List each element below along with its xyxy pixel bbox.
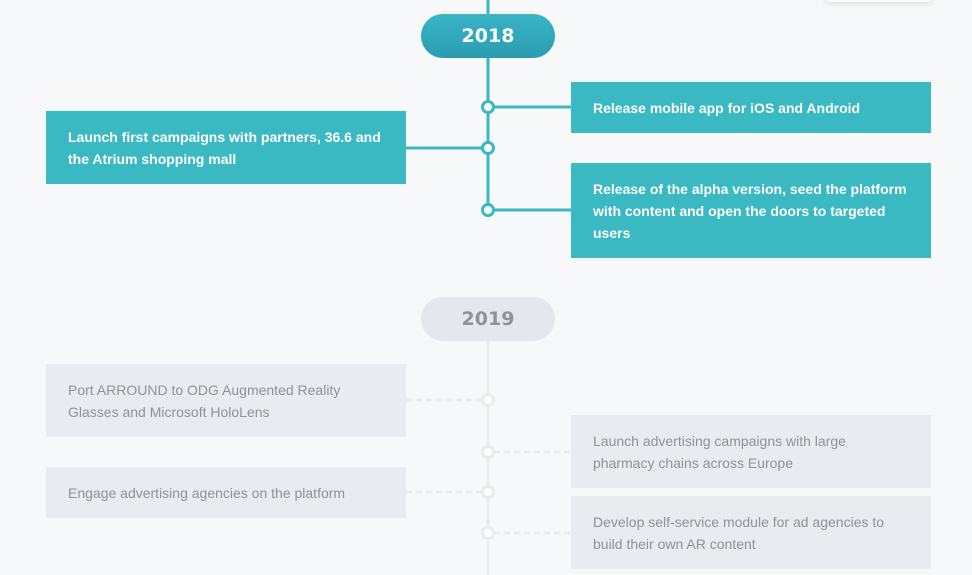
milestone-text: Release mobile app for iOS and Android bbox=[593, 99, 861, 116]
node-2018-2 bbox=[481, 141, 495, 155]
node-2019-2 bbox=[481, 445, 495, 459]
milestone-text: Launch advertising campaigns with large … bbox=[593, 432, 846, 471]
node-2018-1 bbox=[481, 100, 495, 114]
node-2019-1 bbox=[481, 393, 495, 407]
milestone-card-2019-4: Develop self-service module for ad agenc… bbox=[571, 496, 931, 569]
milestone-card-2018-3: Release of the alpha version, seed the p… bbox=[571, 163, 931, 258]
top-right-card-edge bbox=[824, 0, 934, 2]
year-badge-2019: 2019 bbox=[421, 297, 555, 341]
milestone-card-2018-2: Launch first campaigns with partners, 36… bbox=[46, 111, 406, 184]
milestone-text: Release of the alpha version, seed the p… bbox=[593, 180, 907, 241]
year-badge-2018: 2018 bbox=[421, 14, 555, 58]
milestone-card-2019-3: Engage advertising agencies on the platf… bbox=[46, 467, 406, 518]
milestone-text: Port ARROUND to ODG Augmented Reality Gl… bbox=[68, 381, 341, 420]
milestone-card-2019-1: Port ARROUND to ODG Augmented Reality Gl… bbox=[46, 364, 406, 437]
node-2019-3 bbox=[481, 485, 495, 499]
milestone-text: Develop self-service module for ad agenc… bbox=[593, 513, 885, 552]
milestone-text: Launch first campaigns with partners, 36… bbox=[68, 128, 381, 167]
node-2018-3 bbox=[481, 203, 495, 217]
node-2019-4 bbox=[481, 526, 495, 540]
milestone-card-2019-2: Launch advertising campaigns with large … bbox=[571, 415, 931, 488]
milestone-text: Engage advertising agencies on the platf… bbox=[68, 484, 346, 501]
milestone-card-2018-1: Release mobile app for iOS and Android bbox=[571, 82, 931, 133]
